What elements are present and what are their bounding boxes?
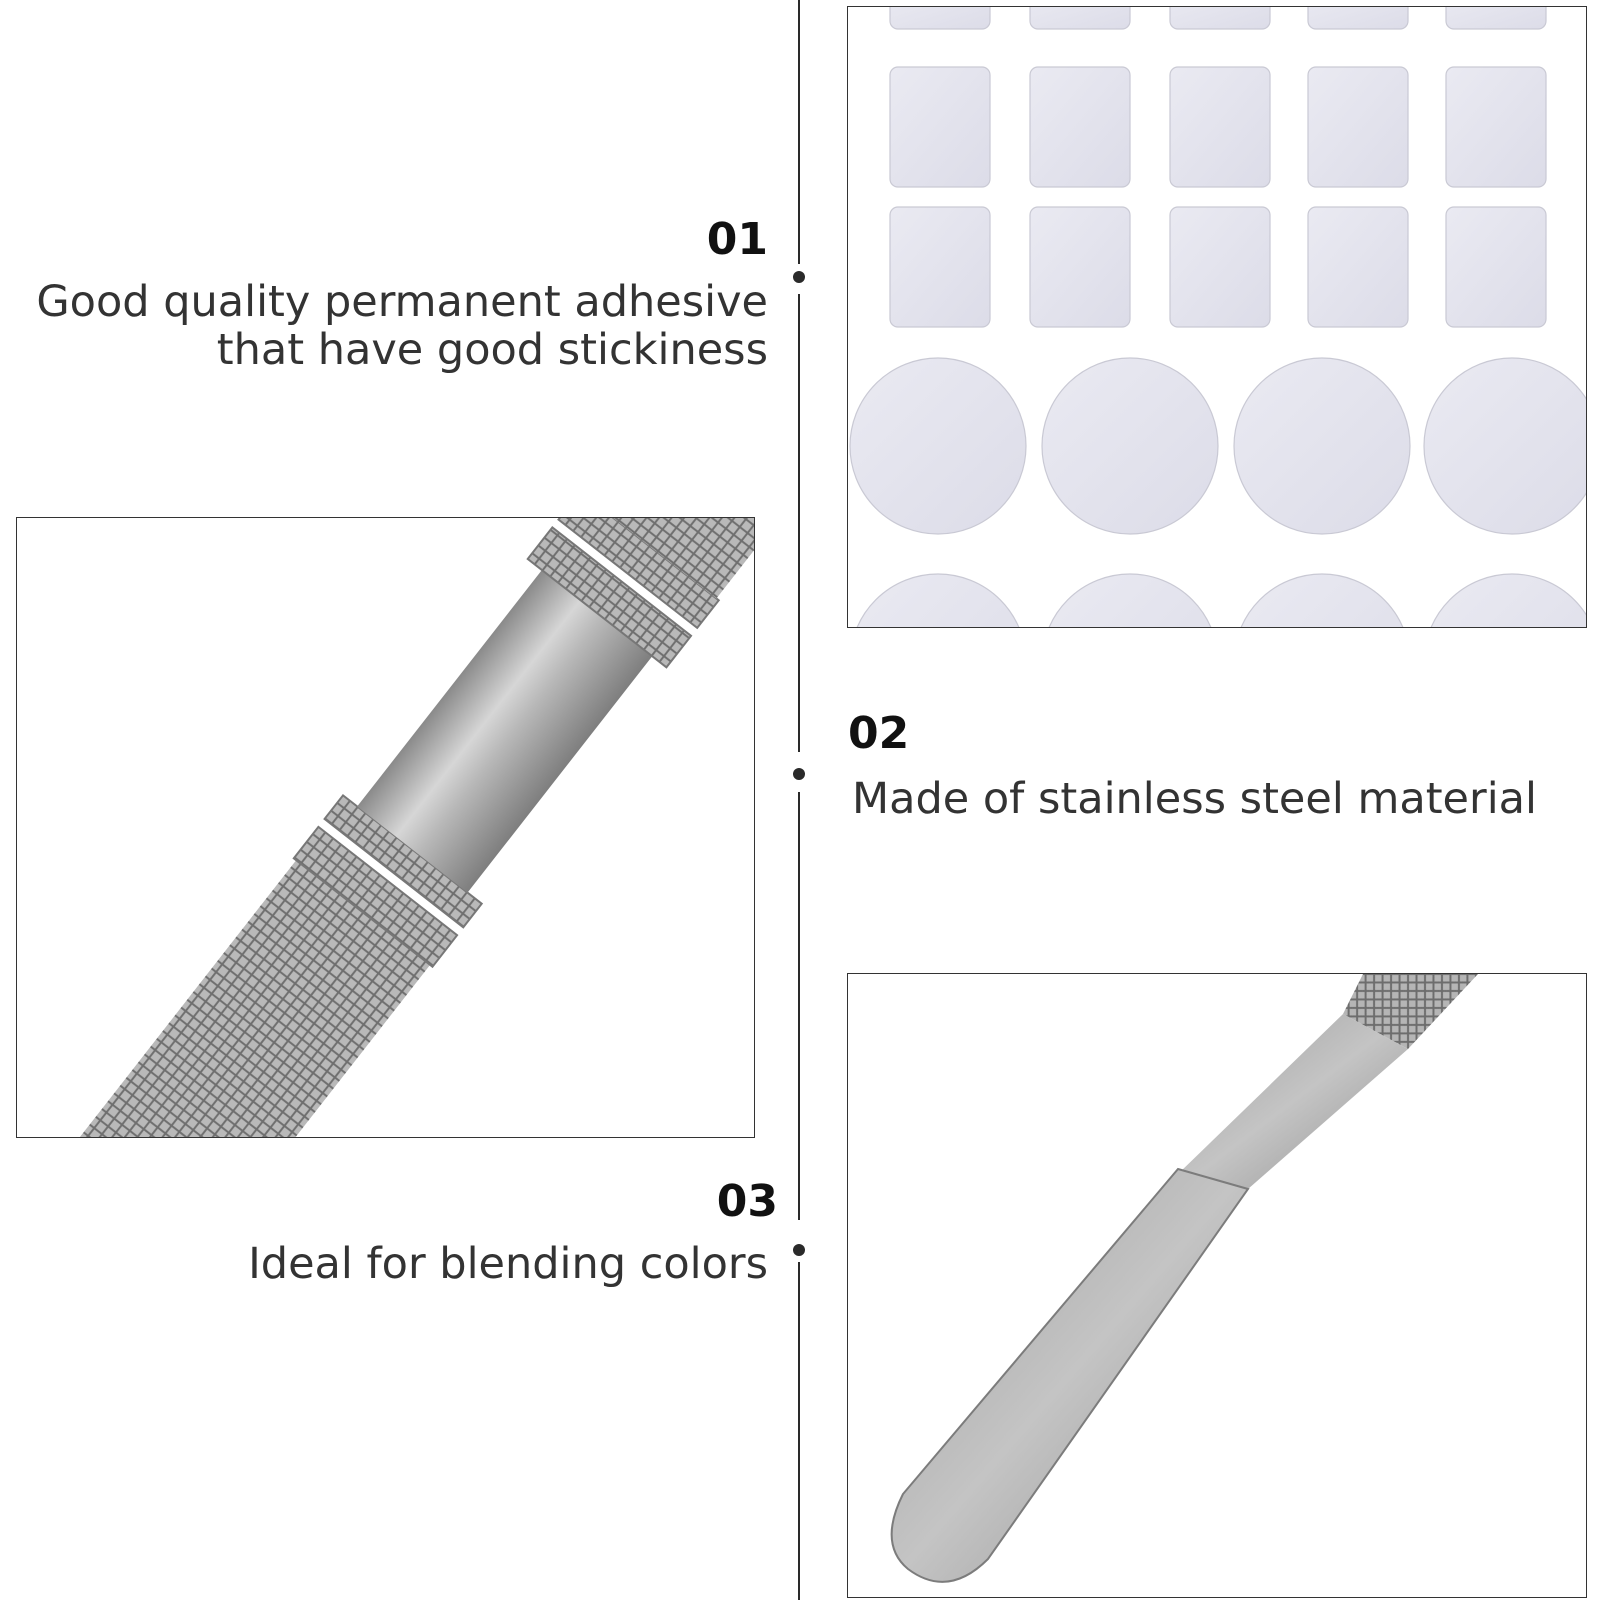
feature-text-line: Made of stainless steel material xyxy=(852,774,1537,824)
timeline-divider xyxy=(798,294,800,752)
spatula-tip-photo xyxy=(847,973,1587,1598)
feature-text-line: that have good stickiness xyxy=(216,325,768,375)
timeline-dot-02 xyxy=(793,768,805,780)
timeline-divider xyxy=(798,0,800,264)
feature-number-01: 01 xyxy=(706,214,768,265)
feature-number-02: 02 xyxy=(848,708,910,759)
timeline-dot-01 xyxy=(793,271,805,283)
knurled-handle-photo xyxy=(16,517,755,1138)
timeline-divider xyxy=(798,1262,800,1600)
feature-text-01: Good quality permanent adhesive that hav… xyxy=(8,278,768,374)
timeline-divider xyxy=(798,792,800,1220)
timeline-dot-03 xyxy=(793,1244,805,1256)
feature-text-line: Ideal for blending colors xyxy=(248,1239,768,1289)
feature-number-03: 03 xyxy=(716,1176,778,1227)
feature-text-line: Good quality permanent adhesive xyxy=(36,277,768,327)
feature-text-03: Ideal for blending colors xyxy=(8,1240,768,1288)
sticker-sheet-photo xyxy=(847,6,1587,628)
feature-text-02: Made of stainless steel material xyxy=(852,775,1582,823)
